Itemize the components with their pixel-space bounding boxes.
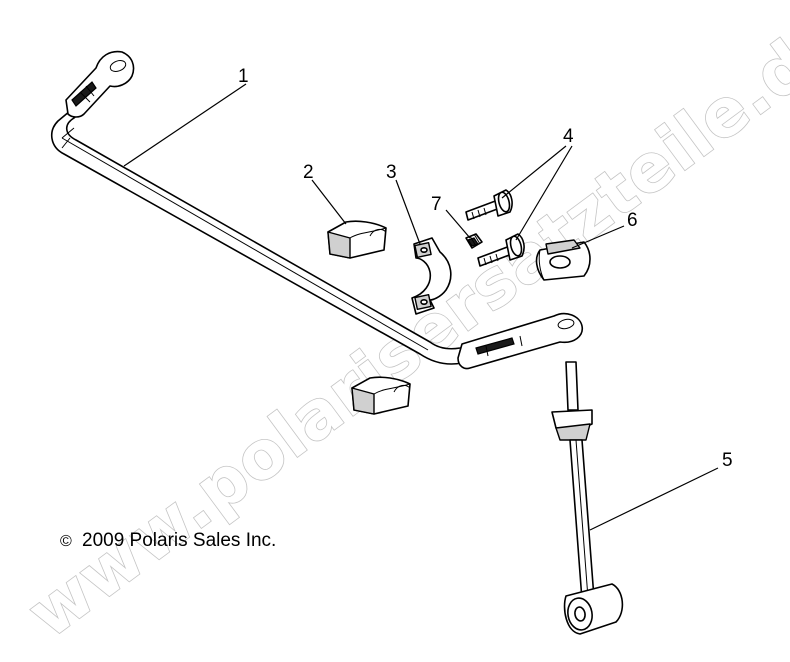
- callout-numbers: 1 2 3 4 5 6 7: [238, 66, 733, 471]
- leader-6: [571, 225, 625, 249]
- stabilizer-bar: [51, 50, 584, 370]
- bolt-lower: [477, 233, 525, 267]
- callout-2: 2: [303, 162, 314, 183]
- callout-5: 5: [722, 450, 733, 471]
- leader-3: [395, 179, 421, 245]
- callout-3: 3: [386, 162, 397, 183]
- copyright-text: 2009 Polaris Sales Inc.: [82, 530, 276, 551]
- leader-7: [445, 209, 471, 239]
- copyright-symbol: ©: [60, 533, 72, 550]
- leader-5: [589, 467, 719, 531]
- leader-4a: [501, 145, 567, 199]
- leader-2: [311, 179, 347, 225]
- mounting-bracket: [411, 237, 452, 315]
- rubber-bushing: [535, 239, 591, 281]
- callout-1: 1: [238, 66, 249, 87]
- leader-1: [123, 83, 247, 167]
- small-nut: [465, 233, 483, 249]
- callout-4: 4: [563, 126, 574, 147]
- leader-lines: [123, 83, 719, 531]
- bushing-upper: [327, 220, 387, 259]
- copyright-notice: © 2009 Polaris Sales Inc.: [60, 530, 276, 551]
- callout-7: 7: [431, 194, 442, 215]
- callout-6: 6: [627, 210, 638, 231]
- bushing-lower: [351, 376, 411, 415]
- link-rod: [551, 361, 624, 635]
- bolt-upper: [465, 189, 513, 221]
- leader-4b: [515, 145, 573, 241]
